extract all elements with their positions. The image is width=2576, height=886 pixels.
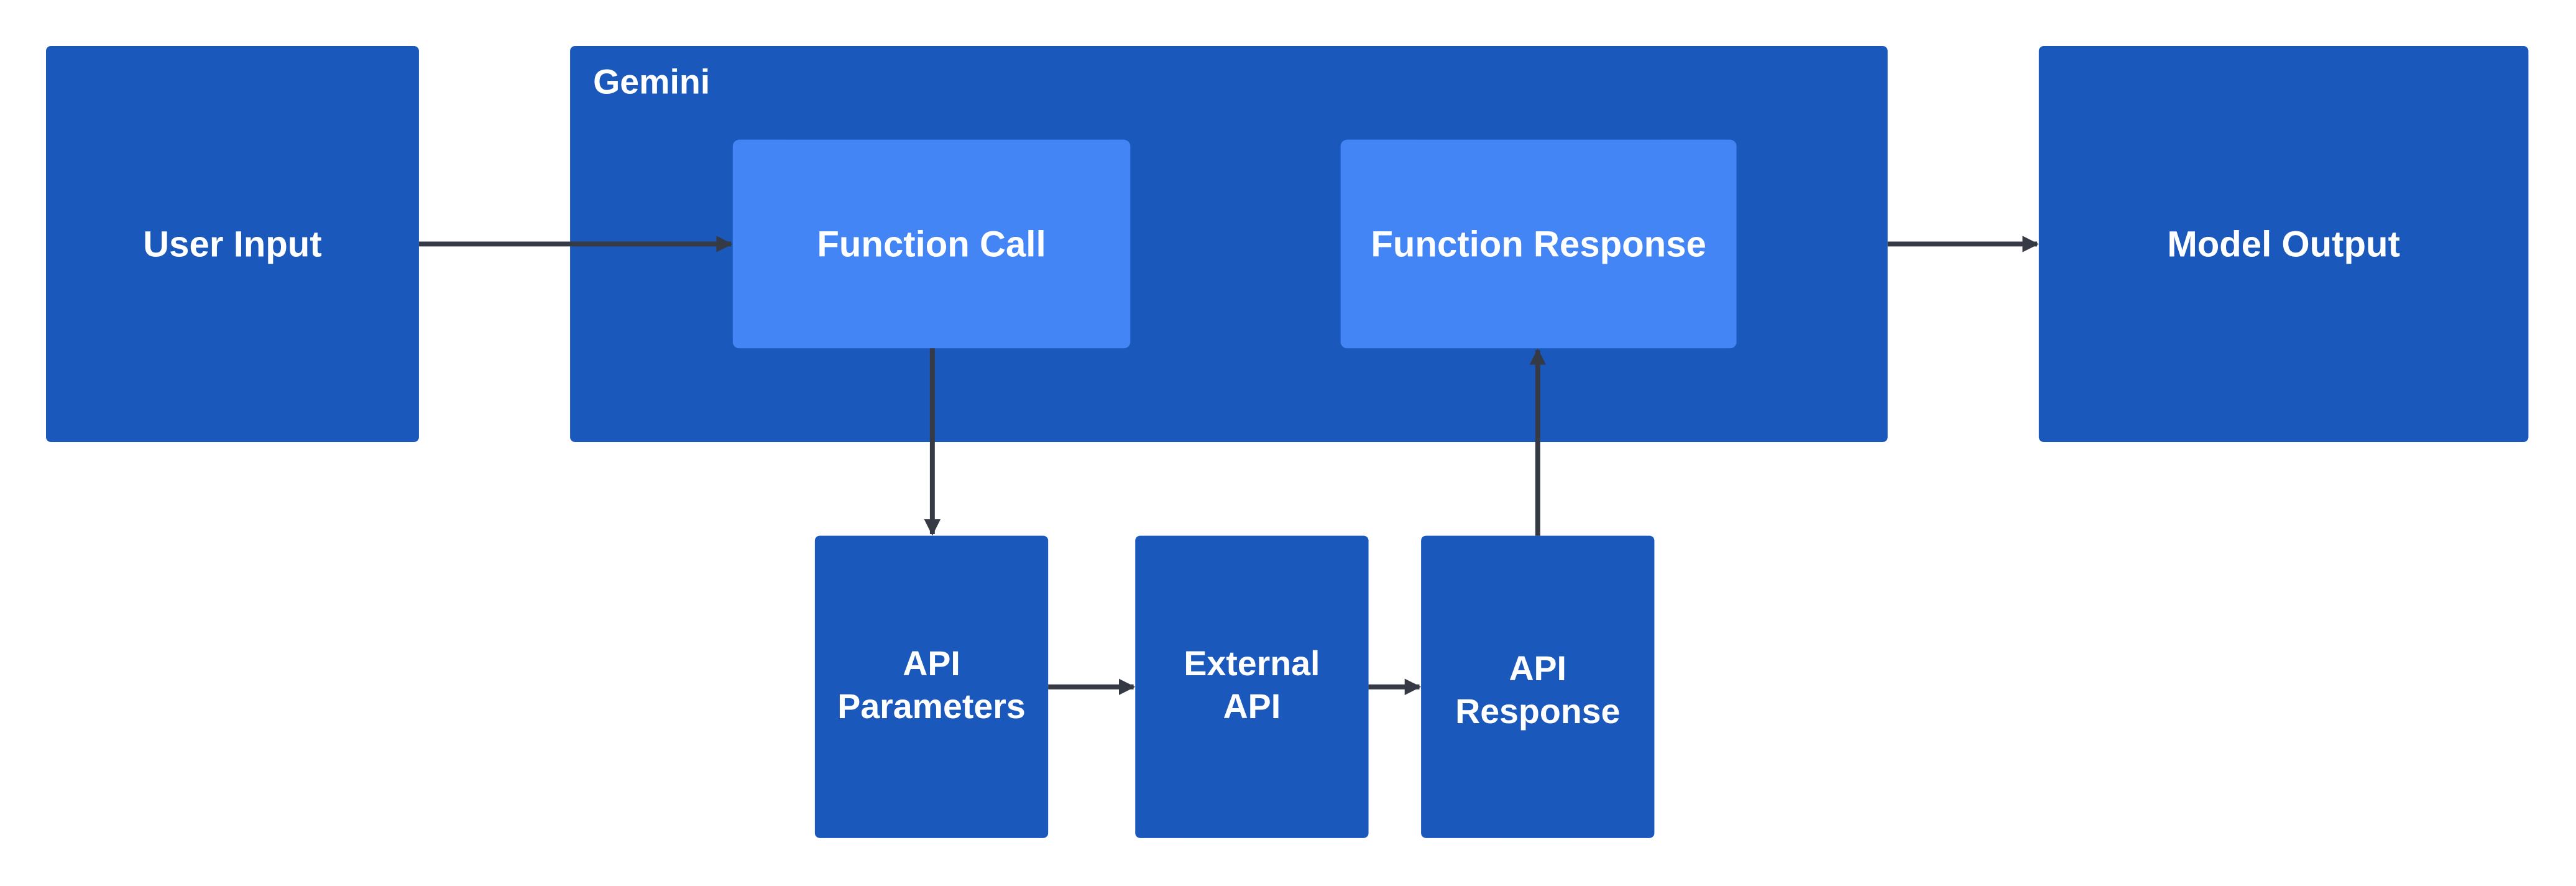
api-parameters-label: API Parameters [837, 645, 1026, 727]
model-output-node: Model Output [2038, 46, 2529, 442]
api-parameters-node: API Parameters [814, 535, 1049, 838]
function-response-label: Function Response [1371, 223, 1706, 264]
user-input-label: User Input [143, 223, 322, 264]
user-input-node: User Input [46, 46, 419, 442]
gemini-title: Gemini [593, 64, 711, 102]
function-call-node: Function Call [732, 139, 1131, 349]
api-response-node: API Response [1421, 535, 1655, 838]
api-response-label: API Response [1455, 650, 1621, 731]
function-call-label: Function Call [817, 223, 1046, 264]
function-response-node: Function Response [1340, 139, 1737, 349]
external-api-label: External API [1184, 645, 1320, 727]
model-output-label: Model Output [2167, 223, 2400, 264]
external-api-node: External API [1135, 535, 1369, 838]
